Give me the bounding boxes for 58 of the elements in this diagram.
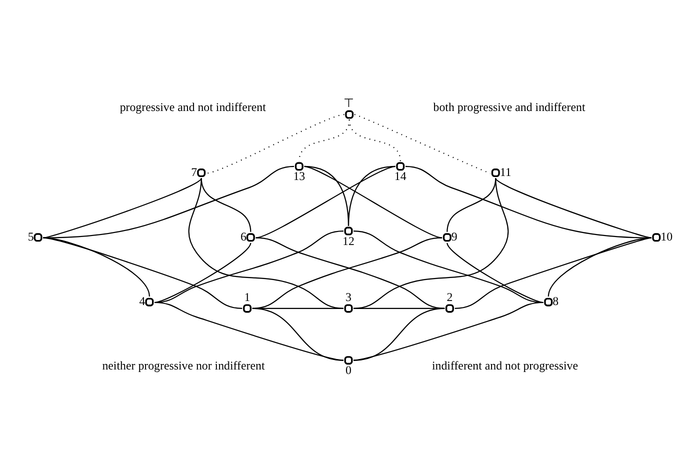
node-label: 3 <box>346 290 352 304</box>
connector <box>354 178 509 309</box>
node-circle <box>34 233 42 242</box>
node-circle <box>442 233 452 242</box>
node-label: ⊤ <box>343 96 354 110</box>
connector <box>354 302 544 361</box>
node-circle <box>344 304 353 313</box>
node-circle <box>294 162 304 171</box>
node-circle <box>544 298 553 306</box>
node-label: 14 <box>394 169 406 184</box>
connector <box>348 120 401 162</box>
node-circle <box>344 226 353 236</box>
connector <box>495 178 652 238</box>
label: progressive and not indifferent <box>120 100 266 114</box>
connector <box>43 237 242 309</box>
connector <box>446 242 544 304</box>
node-label: 2 <box>446 290 453 304</box>
node-circle <box>652 233 661 242</box>
connector <box>354 308 445 361</box>
connector <box>454 237 652 309</box>
connector <box>252 308 344 361</box>
node-label: 4 <box>139 294 146 308</box>
label: neither progressive nor indifferent <box>102 358 265 372</box>
connector <box>405 166 652 238</box>
node-label: 5 <box>28 230 34 244</box>
connector <box>154 302 344 361</box>
node-circle <box>445 304 454 313</box>
node-label: 12 <box>342 234 354 248</box>
connector <box>43 178 202 238</box>
node-label: 1 <box>244 290 250 304</box>
connector <box>188 178 344 309</box>
node-label: 9 <box>451 230 458 244</box>
connector <box>154 230 344 304</box>
label: both progressive and indifferent <box>433 100 586 114</box>
label: indifferent and not progressive <box>432 358 578 372</box>
connector <box>548 237 652 297</box>
connector <box>154 242 252 304</box>
node-circle <box>491 168 500 178</box>
connector <box>256 166 396 238</box>
connector <box>348 166 396 226</box>
node-label: 7 <box>191 164 198 179</box>
connector <box>354 230 544 304</box>
node-circle <box>243 304 252 313</box>
node-circle <box>345 110 354 119</box>
node-circle <box>145 298 154 306</box>
node-label: 11 <box>500 164 512 179</box>
node-circle <box>246 233 255 242</box>
node-circle <box>396 162 405 171</box>
node-label: 10 <box>660 230 673 244</box>
node-label: 13 <box>293 169 306 184</box>
connector <box>304 166 442 238</box>
node-circle <box>344 356 353 365</box>
node-label: 8 <box>552 294 559 308</box>
node-circle <box>197 168 206 178</box>
node-label: 0 <box>346 363 352 378</box>
connector <box>43 166 294 238</box>
node-label: 6 <box>240 230 246 244</box>
connector <box>206 114 344 174</box>
